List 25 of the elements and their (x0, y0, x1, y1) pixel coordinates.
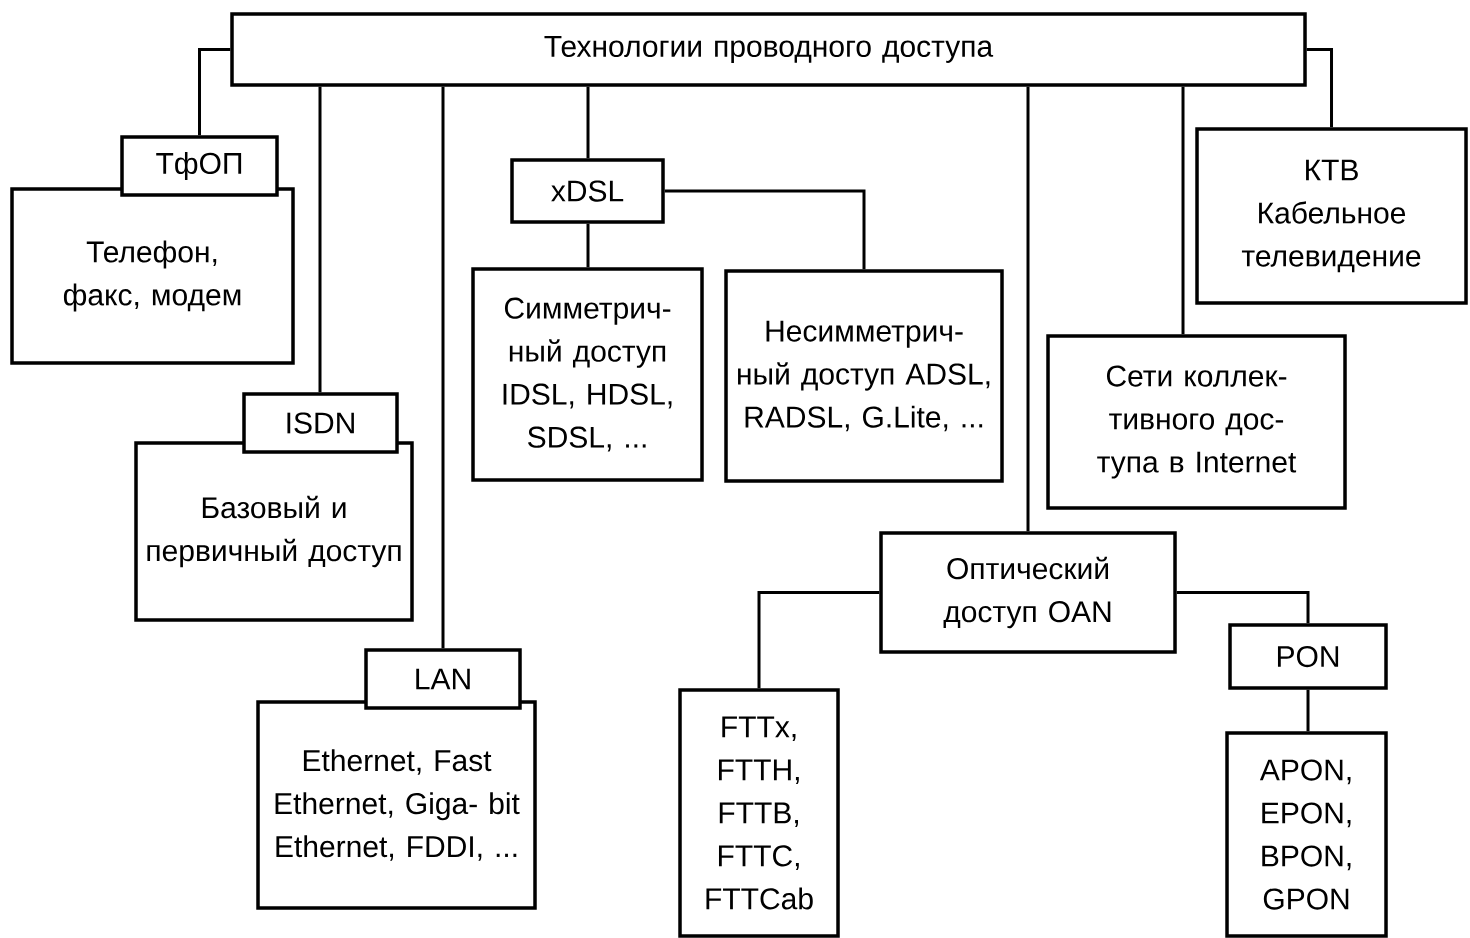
connector-line (1306, 689, 1310, 732)
text-box: Симметрич- ный доступ IDSL, HDSL, SDSL, ... (471, 267, 704, 482)
label-tab: xDSL (510, 158, 665, 224)
connector-line (1181, 86, 1185, 335)
text-box: FTTx, FTTH, FTTB, FTTC, FTTCab (678, 688, 840, 938)
text-box: APON, EPON, BPON, GPON (1225, 731, 1388, 938)
connector-line (318, 86, 322, 393)
connector-line (586, 223, 590, 268)
connector-line (586, 86, 590, 159)
connector-line (1026, 86, 1030, 532)
connector-line (1176, 591, 1310, 624)
connector-line (757, 591, 880, 689)
connector-line (1306, 48, 1333, 128)
text-box: Оптический доступ OAN (879, 531, 1177, 654)
label-tab: ТфОП (120, 135, 279, 197)
text-box: КТВ Кабельное телевидение (1195, 127, 1468, 305)
root-box: Технологии проводного доступа (230, 12, 1307, 87)
connector-line (664, 189, 866, 270)
text-box: Сети коллек- тивного дос- тупа в Internet (1046, 334, 1347, 510)
label-tab: PON (1228, 623, 1388, 690)
connector-line (198, 48, 231, 136)
label-tab: LAN (364, 648, 522, 710)
connector-line (441, 86, 445, 649)
label-tab: ISDN (242, 392, 399, 454)
text-box: Несимметрич- ный доступ ADSL, RADSL, G.Lite, ... (724, 269, 1004, 483)
